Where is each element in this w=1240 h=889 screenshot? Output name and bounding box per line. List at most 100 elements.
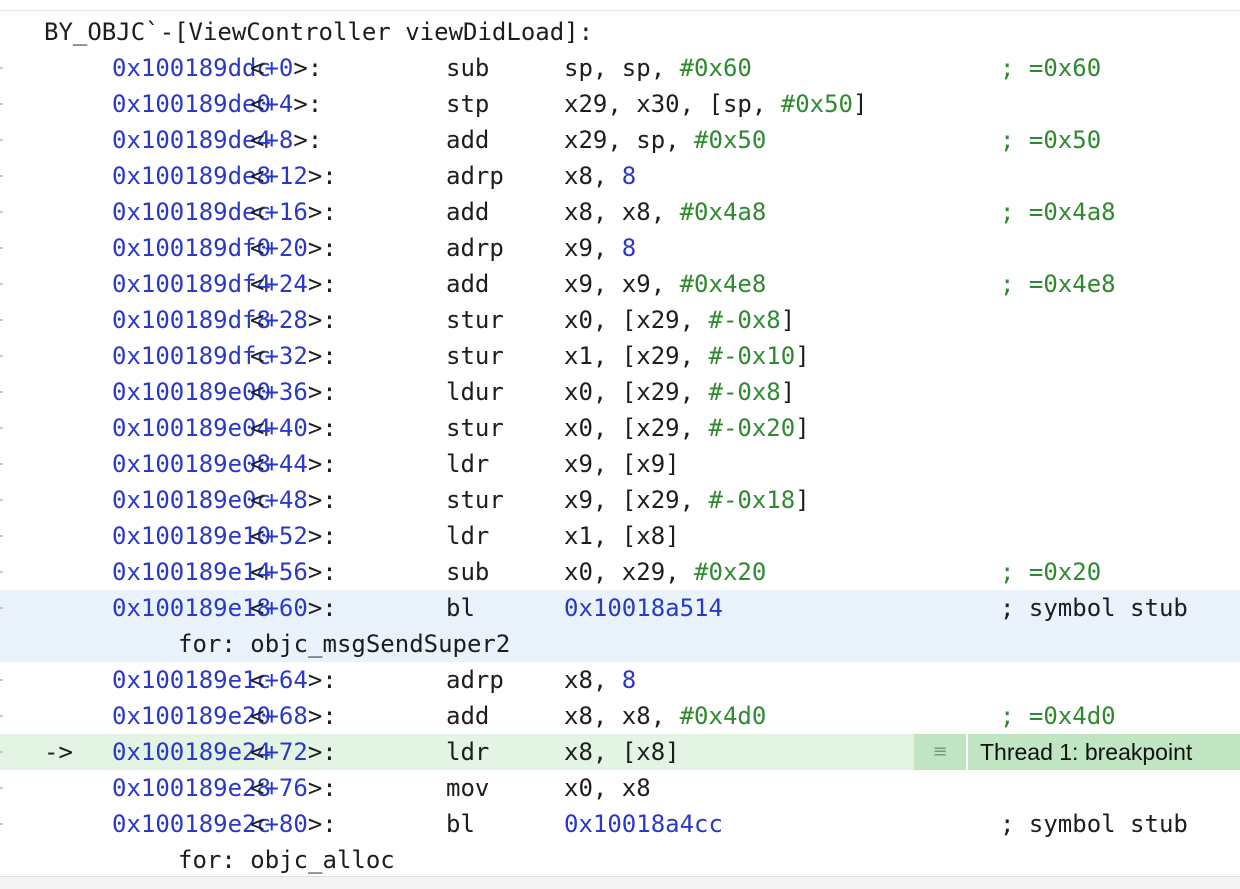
instruction-operands: x1, [x8]	[564, 524, 680, 548]
instruction-operands: x8, x8, #0x4a8	[564, 200, 766, 224]
comment-continuation: for: objc_alloc	[178, 846, 395, 874]
gutter-tick	[0, 679, 3, 681]
instruction-operands: x9, 8	[564, 236, 636, 260]
gutter-tick	[0, 715, 3, 717]
operand-immediate: #-0x20	[708, 414, 796, 442]
instruction-address: 0x100189df8	[112, 306, 271, 334]
operand-text: x8, [x8]	[564, 738, 680, 766]
instruction-comment: ; =0x50	[1000, 126, 1102, 154]
offset-value: +16	[264, 198, 308, 226]
offset-value: +44	[264, 450, 308, 478]
instruction-address: 0x100189e18	[112, 594, 271, 622]
comment-continuation: for: objc_msgSendSuper2	[178, 630, 511, 658]
operand-text: ]	[780, 378, 796, 406]
operand-text: x0, [x29,	[564, 378, 709, 406]
operand-immediate: #0x50	[780, 90, 853, 118]
operand-address: 0x10018a514	[564, 594, 723, 622]
instruction-address: 0x100189dec	[112, 198, 271, 226]
gutter-tick	[0, 463, 3, 465]
instruction-comment: ; symbol stub	[1000, 810, 1188, 838]
instruction-operands: x9, [x9]	[564, 452, 680, 476]
instruction-comment: ; =0x4e8	[1000, 270, 1116, 298]
instruction-comment: ; =0x60	[1000, 54, 1102, 82]
instruction-operands: x0, [x29, #-0x20]	[564, 416, 810, 440]
instruction-operands: x8, 8	[564, 164, 636, 188]
instruction-offset: <+52>:	[250, 522, 337, 550]
instruction-address: 0x100189e08	[112, 450, 271, 478]
instruction-operands: x29, x30, [sp, #0x50]	[564, 92, 867, 116]
operand-address: 8	[621, 234, 637, 262]
instruction-offset: <+0>:	[250, 54, 323, 82]
instruction-address: 0x100189ddc	[112, 54, 271, 82]
offset-value: +12	[264, 162, 308, 190]
gutter-tick	[0, 247, 3, 249]
instruction-mnemonic: bl	[446, 594, 475, 622]
operand-text: x8,	[564, 666, 622, 694]
breakpoint-handle-icon[interactable]: ≡	[914, 734, 968, 770]
instruction-mnemonic: stur	[446, 342, 504, 370]
instruction-operands: x9, [x29, #-0x18]	[564, 488, 810, 512]
offset-value: +48	[264, 486, 308, 514]
function-header-line: BY_OBJC`-[ViewController viewDidLoad]:	[0, 14, 1240, 50]
instruction-mnemonic: ldr	[446, 738, 490, 766]
instruction-address: 0x100189e24	[112, 738, 271, 766]
instruction-mnemonic: stur	[446, 306, 504, 334]
operand-text: x9, [x29,	[564, 486, 709, 514]
gutter-tick	[0, 787, 3, 789]
instruction-comment: ; =0x20	[1000, 558, 1102, 586]
gutter-tick	[0, 391, 3, 393]
operand-immediate: #0x4d0	[679, 702, 767, 730]
instruction-offset: <+56>:	[250, 558, 337, 586]
function-name: BY_OBJC`-[ViewController viewDidLoad]:	[44, 18, 594, 46]
operand-immediate: #-0x8	[708, 306, 781, 334]
operand-immediate: #-0x8	[708, 378, 781, 406]
instruction-operands: x8, x8, #0x4d0	[564, 704, 766, 728]
gutter-tick	[0, 211, 3, 213]
operand-text: x8,	[564, 162, 622, 190]
offset-value: +40	[264, 414, 308, 442]
offset-value: +28	[264, 306, 308, 334]
operand-immediate: #-0x10	[708, 342, 796, 370]
instruction-operands: sp, sp, #0x60	[564, 56, 752, 80]
instruction-operands: x29, sp, #0x50	[564, 128, 766, 152]
instruction-offset: <+60>:	[250, 594, 337, 622]
instruction-offset: <+20>:	[250, 234, 337, 262]
instruction-row[interactable]: 0x100189e18<+60>: bl 0x10018a514 ; symbol s…	[0, 590, 1240, 662]
operand-text: x0, x8	[564, 774, 651, 802]
instruction-mnemonic: stp	[446, 90, 490, 118]
instruction-address: 0x100189dfc	[112, 342, 271, 370]
operand-text: x9, x9,	[564, 270, 680, 298]
horizontal-scrollbar[interactable]	[0, 876, 1240, 889]
instruction-offset: <+32>:	[250, 342, 337, 370]
instruction-operands: x8, [x8]	[564, 740, 680, 764]
instruction-mnemonic: ldr	[446, 522, 490, 550]
instruction-mnemonic: adrp	[446, 234, 504, 262]
instruction-offset: <+44>:	[250, 450, 337, 478]
breakpoint-annotation[interactable]: Thread 1: breakpoint	[968, 734, 1240, 770]
operand-address: 8	[621, 666, 637, 694]
instruction-offset: <+16>:	[250, 198, 337, 226]
gutter-tick	[0, 175, 3, 177]
instruction-comment: ; symbol stub	[1000, 594, 1188, 622]
gutter-tick	[0, 283, 3, 285]
